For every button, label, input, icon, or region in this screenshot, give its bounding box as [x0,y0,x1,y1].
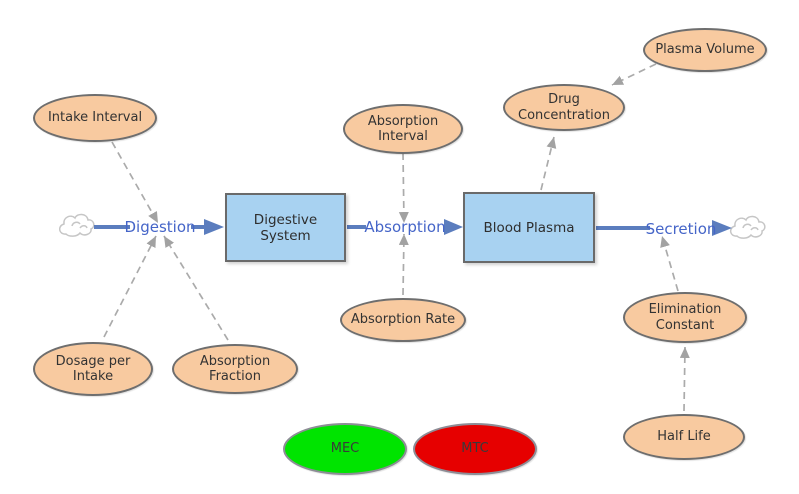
threshold-mec: MEC [283,423,407,475]
flow-label-secretion: Secretion [645,220,717,238]
auxiliary-intake-interval: Intake Interval [33,94,157,142]
connector-elimination-constant-to-secretion [660,235,679,292]
connector-intake-interval-to-digestion [111,141,159,224]
connector-absorption-fraction-to-digestion [163,235,229,341]
flow-label-digestion: Digestion [124,218,196,236]
connector-absorption-interval-to-absorption [398,152,409,224]
secretion-flow-arrowhead-icon [712,220,732,236]
auxiliary-elimination-constant: Elimination Constant [623,292,747,343]
flow-label-absorption: Absorption [364,218,446,236]
connector-plasma-volume-to-drug-concentration [611,63,657,86]
auxiliary-dosage-per-intake: Dosage per Intake [33,342,153,396]
auxiliary-drug-concentration: Drug Concentration [503,84,625,131]
source-cloud-icon [58,213,95,237]
absorption-flow-arrowhead-icon [444,219,463,235]
digestion-flow-arrowhead-icon [204,219,224,235]
auxiliary-half-life: Half Life [623,414,745,460]
auxiliary-absorption-rate: Absorption Rate [340,298,466,342]
connector-absorption-rate-to-absorption [398,233,409,296]
sink-cloud-icon [729,215,766,239]
auxiliary-plasma-volume: Plasma Volume [643,28,767,72]
threshold-mtc: MTC [413,423,537,475]
stock-digestive-system: Digestive System [225,193,346,262]
connector-blood-plasma-to-drug-concentration [540,136,557,191]
auxiliary-absorption-interval: Absorption Interval [343,104,463,154]
connector-half-life-to-elimination-constant [679,346,690,412]
auxiliary-absorption-fraction: Absorption Fraction [172,344,298,394]
stock-blood-plasma: Blood Plasma [463,192,595,263]
connector-dosage-per-intake-to-digestion [103,235,157,338]
